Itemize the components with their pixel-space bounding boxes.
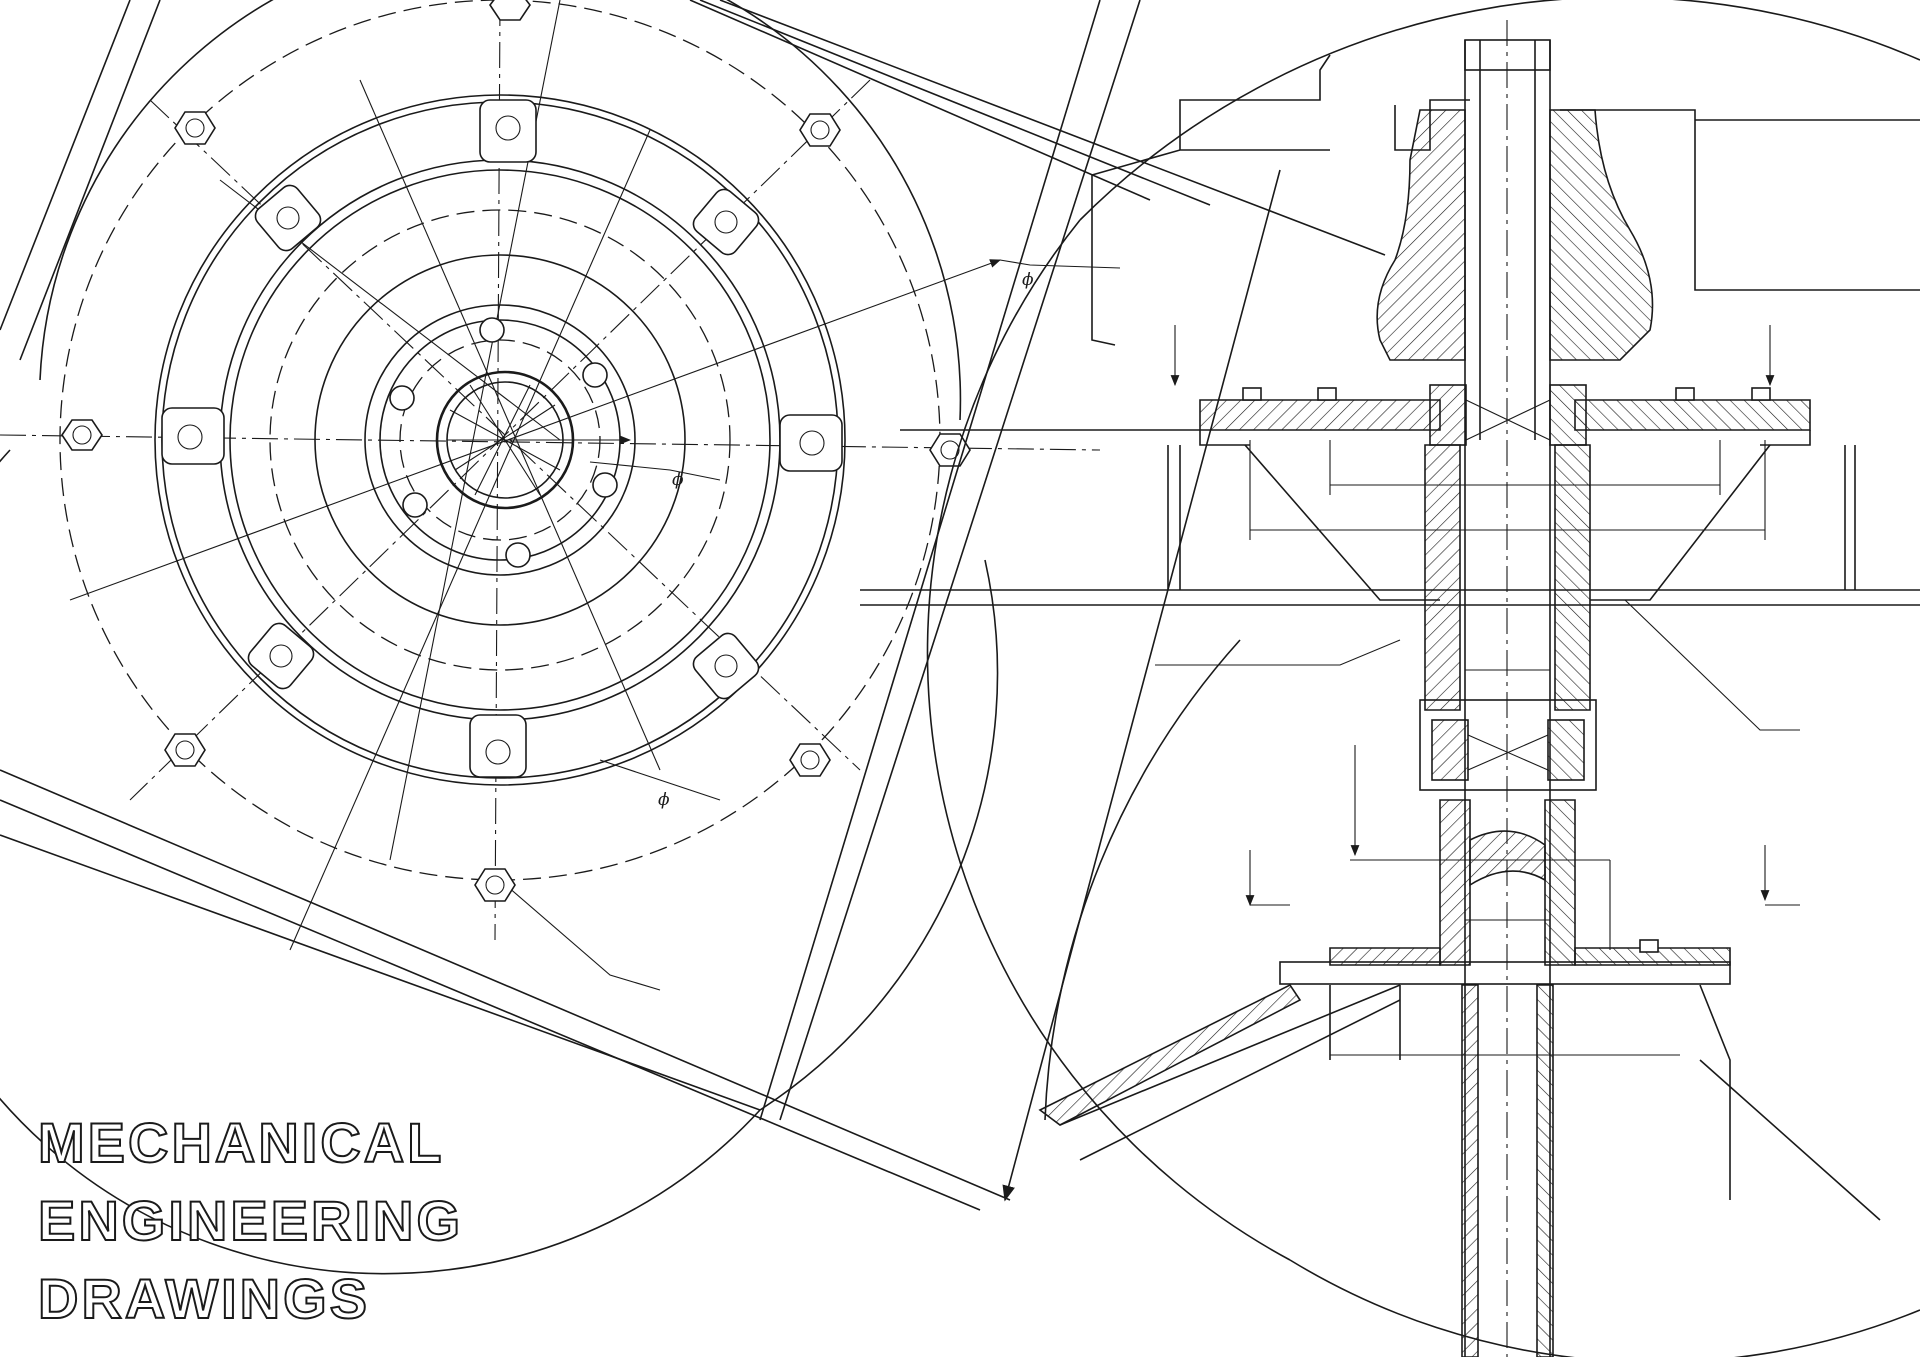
upper-bearing bbox=[1429, 384, 1587, 446]
ring-lugs bbox=[161, 99, 843, 778]
outer-bolt-nuts bbox=[61, 0, 971, 902]
title-line-1: MECHANICAL bbox=[37, 1110, 445, 1175]
dimension-symbol-1: ϕ bbox=[1022, 270, 1034, 290]
title-line-2: ENGINEERING bbox=[37, 1188, 464, 1253]
drawing-title: MECHANICAL ENGINEERING DRAWINGS bbox=[37, 1104, 464, 1338]
dimension-symbol-2: ϕ bbox=[672, 470, 684, 490]
title-line-3: DRAWINGS bbox=[37, 1266, 370, 1331]
lower-bearing bbox=[1419, 699, 1597, 791]
section-view bbox=[759, 0, 1920, 1357]
dimension-symbol-3: ϕ bbox=[658, 790, 670, 810]
hub-bolts bbox=[389, 317, 618, 568]
flange-view: ϕ ϕ ϕ bbox=[0, 0, 1386, 1275]
flange-bolts bbox=[1242, 387, 1771, 953]
